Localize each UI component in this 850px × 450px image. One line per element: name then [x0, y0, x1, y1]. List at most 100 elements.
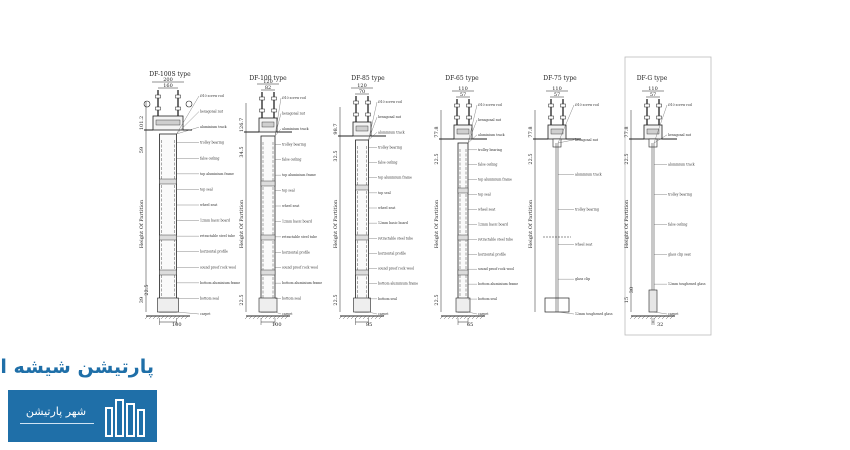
top-dim-label: 200 [163, 77, 173, 83]
callout-label: retractable steel tube [478, 237, 513, 241]
hex-nut [656, 103, 662, 108]
callout-label: retractable steel tube [200, 234, 235, 238]
callout-label: glass clip [575, 277, 590, 281]
width-dim-label: 65 [467, 322, 473, 328]
callout-label: 12mm basic board [200, 219, 230, 223]
hex-nut [271, 96, 277, 101]
floor-hatch [358, 315, 363, 320]
bottom-frame [258, 297, 278, 313]
callout-label: Ø10 screw rod [575, 102, 599, 107]
hex-nut [466, 115, 472, 120]
floor-hatch [459, 315, 464, 320]
bottom-dim-label: 15 [624, 297, 630, 303]
callout-leader [274, 113, 282, 137]
callout-leader [467, 119, 478, 144]
floor-hatch [350, 315, 355, 320]
callout-label: false ceiling [200, 156, 219, 160]
bottom-dim-label: 30 [629, 287, 635, 293]
side-dim-label: 101.2 [139, 116, 145, 130]
horizontal-profile [159, 269, 177, 276]
floor-hatch [168, 315, 173, 320]
callout-label: aluminium track [282, 127, 309, 131]
side-dim-label: 22.5 [624, 153, 630, 164]
logo-text: شهر پارتیشن [25, 405, 87, 418]
callout-label: Ø10 screw rod [668, 102, 692, 107]
height-label: Height Of Partition [434, 199, 440, 248]
hex-nut [155, 94, 161, 99]
horizontal-profile [457, 269, 469, 276]
callout-label: bottom seal [282, 297, 301, 301]
callout-label: top aluminium frame [200, 172, 234, 176]
bottom-frame [353, 297, 371, 313]
callout-label: false ceiling [668, 222, 687, 226]
floor-hatch [280, 315, 285, 320]
callout-label: carpet [478, 312, 489, 316]
side-dim-label: 77.8 [434, 126, 440, 137]
callout-leader [176, 126, 200, 135]
callout-leader [557, 311, 575, 315]
floor-hatch [370, 315, 375, 320]
section-title: DF-100S type [149, 71, 191, 78]
callout-label: horizontal profile [478, 252, 506, 256]
height-label: Height Of Partition [624, 199, 630, 248]
callout-label: wheel seat [478, 208, 496, 212]
horizontal-profile [457, 234, 469, 241]
horizontal-profile [260, 234, 276, 241]
top-dim-label: 82 [265, 85, 271, 91]
top-dim-label: 57 [460, 92, 466, 98]
trolley-bearing [456, 128, 470, 135]
floor-hatch [176, 315, 181, 320]
callout-label: aluminium track [478, 133, 505, 137]
floor-hatch [475, 315, 480, 320]
top-dim-label: 57 [650, 92, 656, 98]
trolley-bearing [355, 125, 369, 132]
side-dim-label: 34.5 [239, 146, 245, 157]
horizontal-profile [159, 234, 177, 241]
section-title: DF-65 type [445, 75, 479, 82]
callout-leader [368, 117, 378, 141]
horizontal-profile [355, 184, 369, 191]
callout-leader [557, 139, 575, 144]
side-dim-label: 77.8 [624, 126, 630, 137]
hex-nut [175, 106, 181, 111]
floor-hatch [669, 315, 674, 320]
hex-nut [466, 103, 472, 108]
horizontal-profile [355, 269, 369, 276]
section-title: DF-100 type [249, 75, 287, 82]
callout-label: trolley bearing [378, 145, 402, 149]
hex-nut [560, 103, 566, 108]
callout-label: trolley bearing [575, 208, 599, 212]
top-dim-label: 57 [554, 92, 560, 98]
brand-heading: پارتیشن شیشه ای [0, 356, 154, 378]
logo-underline [20, 423, 94, 424]
top-dim-label: 110 [458, 86, 468, 92]
hex-nut [175, 94, 181, 99]
callout-label: Ø10 screw rod [282, 95, 306, 100]
width-dim-label: 100 [272, 322, 282, 328]
hex-nut [353, 112, 359, 117]
callout-label: carpet [282, 312, 293, 316]
callout-label: 12mm toughened glass [575, 312, 613, 316]
top-dim-label: 120 [357, 83, 367, 89]
callout-leader [467, 311, 478, 315]
callout-label: sound proof rock wool [200, 265, 236, 269]
horizontal-profile [355, 234, 369, 241]
floor-hatch [264, 315, 269, 320]
callout-leader [368, 311, 378, 315]
callout-leader [176, 95, 200, 135]
floor-hatch [346, 315, 351, 320]
bottom-frame [455, 297, 471, 313]
callout-leader [368, 132, 378, 141]
callout-label: carpet [668, 312, 679, 316]
bottom-dim-label: 22.5 [333, 294, 339, 305]
callout-label: hexagonal nut [575, 138, 599, 142]
hex-nut [656, 115, 662, 120]
callout-label: top seal [378, 191, 391, 195]
callout-label: 12mm basic board [378, 221, 408, 225]
callout-label: hexagonal nut [478, 118, 502, 122]
callout-label: wheel seat [378, 206, 396, 210]
callout-label: carpet [378, 312, 389, 316]
floor-hatch [164, 315, 169, 320]
